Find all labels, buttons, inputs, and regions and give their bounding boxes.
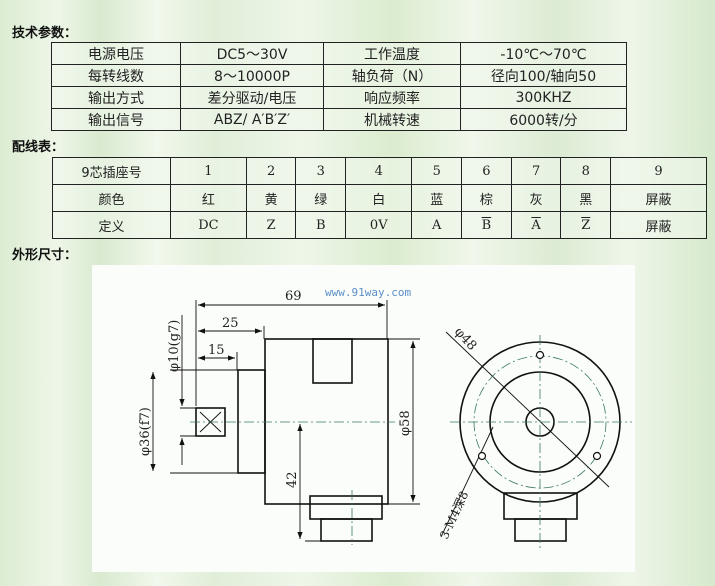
cell: 300KHZ — [460, 86, 627, 109]
notch — [312, 338, 353, 384]
cell: 屏蔽 — [610, 211, 707, 239]
dim-phi36: φ36(f7) — [138, 407, 153, 456]
cell: 黄 — [245, 184, 297, 212]
cell: 白 — [345, 184, 413, 212]
cell: 9芯插座号 — [52, 157, 171, 185]
watermark: www.91way.com — [325, 286, 411, 299]
cell: 机械转速 — [323, 108, 461, 131]
cell: 径向100/轴向50 — [460, 64, 627, 87]
cell: Z — [560, 211, 612, 239]
cell: 绿 — [295, 184, 347, 212]
drawing-panel — [92, 265, 635, 572]
cell: 定义 — [52, 211, 171, 239]
cell: 蓝 — [411, 184, 463, 212]
cell: 输出信号 — [51, 108, 181, 131]
cell: 输出方式 — [51, 86, 181, 109]
table-row: 颜色红黄绿白蓝棕灰黑屏蔽 — [52, 184, 707, 212]
dim-25: 25 — [222, 316, 239, 331]
cell: 屏蔽 — [610, 184, 707, 212]
tech-heading: 技术参数： — [12, 26, 78, 41]
dims-heading: 外形尺寸： — [12, 248, 78, 263]
cell: 灰 — [510, 184, 562, 212]
cell: B — [295, 211, 347, 239]
cell: 红 — [170, 184, 247, 212]
cell: ABZ/ A′B′Z′ — [180, 108, 324, 131]
cell: A — [510, 211, 562, 239]
cell: DC — [170, 211, 247, 239]
cell: 黑 — [560, 184, 612, 212]
dim-69: 69 — [285, 289, 302, 304]
wiring-heading: 配线表： — [12, 140, 65, 155]
dim-15: 15 — [208, 343, 225, 358]
cell: Z — [245, 211, 297, 239]
cell: 0V — [345, 211, 413, 239]
cell: 6 — [461, 157, 512, 185]
cell: -10℃～70℃ — [460, 42, 627, 65]
cell: 9 — [610, 157, 707, 185]
dim-phi58: φ58 — [398, 410, 413, 436]
dim-phi10: φ10(g7) — [167, 320, 182, 372]
cell: 4 — [345, 157, 413, 185]
dim-42: 42 — [285, 471, 300, 488]
cell: 6000转/分 — [460, 108, 627, 131]
